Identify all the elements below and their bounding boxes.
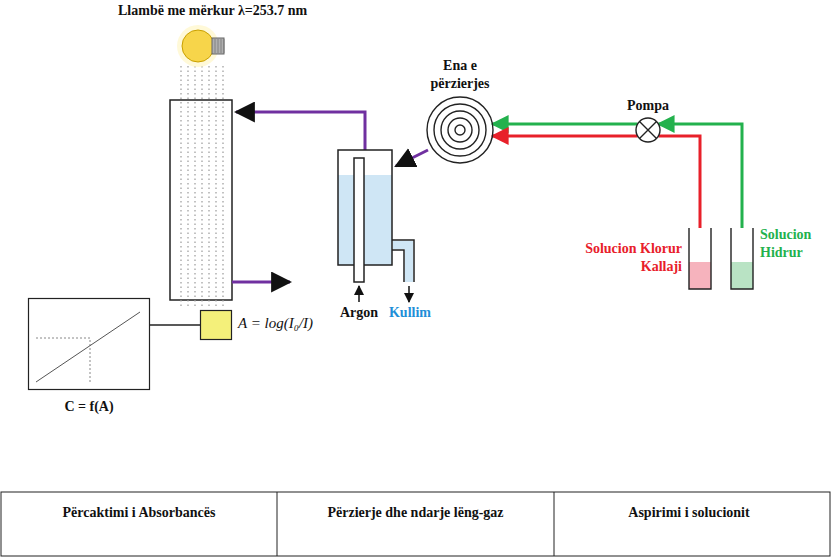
drain-tube bbox=[392, 240, 414, 282]
gas-line bbox=[236, 112, 365, 150]
table-divider bbox=[554, 492, 555, 556]
flow-line bbox=[658, 124, 742, 228]
node-label: Ena e përzierjes bbox=[415, 57, 505, 93]
argon-tube bbox=[354, 158, 364, 282]
gas-liquid-separator bbox=[338, 150, 392, 265]
light-ray bbox=[180, 66, 181, 307]
mixing-coil-shape bbox=[427, 97, 493, 163]
light-ray bbox=[222, 66, 223, 307]
gas-inlet-label: Argon bbox=[334, 304, 384, 322]
node-label: Solucion Klorur Kallaji bbox=[578, 240, 682, 276]
sample-tube-shape bbox=[688, 228, 712, 290]
table-cell: Përcaktimi i Absorbancës bbox=[1, 504, 277, 522]
drain-liquid bbox=[393, 241, 413, 249]
light-ray bbox=[215, 66, 216, 307]
light-ray bbox=[201, 66, 202, 307]
detector-shape bbox=[200, 310, 232, 340]
pump-shape bbox=[636, 118, 660, 142]
table-cell: Përzierje dhe ndarje lëng-gaz bbox=[277, 504, 554, 522]
gas-outlet bbox=[232, 281, 290, 284]
node-label: Solucion Hidrur bbox=[760, 226, 826, 262]
sample-tube: Solucion Klorur Kallaji bbox=[688, 228, 712, 290]
table-frame bbox=[1, 492, 830, 556]
light-rays bbox=[181, 66, 223, 307]
pump: Pompa bbox=[636, 118, 660, 142]
mixing-coil: Ena e përzierjes bbox=[427, 97, 493, 163]
table-divider bbox=[277, 492, 278, 556]
reagent-tube: Solucion Hidrur bbox=[730, 228, 754, 290]
node-label: C = f(A) bbox=[28, 398, 150, 416]
flow-line bbox=[492, 135, 637, 138]
table-cell: Aspirimi i solucionit bbox=[551, 504, 827, 522]
separator-liquid bbox=[338, 175, 392, 265]
argon-arrow bbox=[358, 286, 360, 302]
node-label: Pompa bbox=[620, 97, 676, 115]
drain-arrow bbox=[408, 286, 410, 302]
calibration-graph: C = f(A) bbox=[28, 298, 150, 390]
node-label: Llambë me mërkur λ=253.7 nm bbox=[118, 2, 307, 20]
detector: A = log(I₀/I) bbox=[200, 310, 232, 340]
light-ray bbox=[187, 66, 188, 307]
calibration-graph-shape bbox=[28, 298, 150, 390]
light-ray bbox=[208, 66, 209, 307]
reagent-tube-shape bbox=[730, 228, 754, 290]
mix-line bbox=[396, 150, 428, 166]
mercury-lamp-shape bbox=[178, 28, 228, 64]
drain-liquid bbox=[405, 249, 413, 282]
flow-line bbox=[492, 123, 637, 126]
light-ray bbox=[194, 66, 195, 307]
mercury-lamp: Llambë me mërkur λ=253.7 nm bbox=[178, 28, 228, 64]
flow-line bbox=[150, 324, 200, 325]
node-label: A = log(I₀/I) bbox=[238, 314, 313, 334]
drain-label: Kullim bbox=[385, 304, 435, 322]
flow-line bbox=[658, 136, 700, 228]
